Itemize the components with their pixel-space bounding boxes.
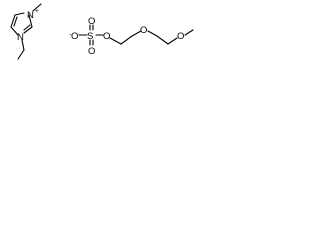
bond-chain-1 xyxy=(109,37,122,45)
atom-o-ether-1: O xyxy=(140,25,147,36)
atom-o-top: O xyxy=(88,16,95,27)
bond-chain-6 xyxy=(167,37,178,45)
bond-n-ethyl-2 xyxy=(17,49,25,60)
bond-n-methyl xyxy=(32,3,42,12)
bond-chain-2 xyxy=(120,35,133,45)
atom-o-ether-2: O xyxy=(177,31,184,42)
bond-n-ethyl-1 xyxy=(21,39,25,51)
bond-chain-3 xyxy=(131,30,142,37)
charge-minus: - xyxy=(69,31,71,38)
sulfate-group: - O S O O O xyxy=(69,16,110,57)
bond-c4-c5-double xyxy=(13,16,18,27)
bond-chain-5 xyxy=(156,35,169,45)
atom-o-bottom: O xyxy=(88,46,95,57)
bond-c4-c5 xyxy=(10,14,16,28)
bond-n1-c2 xyxy=(28,14,33,28)
ethyl-group xyxy=(17,39,25,60)
atom-s: S xyxy=(87,31,93,42)
bond-c5-n1 xyxy=(14,12,25,16)
bond-n3-c4 xyxy=(10,26,19,36)
bond-chain-4 xyxy=(147,30,158,37)
imidazolium-ring xyxy=(10,12,33,36)
ether-chain: O O xyxy=(109,25,194,45)
atom-o-minus: O xyxy=(71,31,78,42)
chemical-structure: N + N - O S O O O O O xyxy=(10,3,194,60)
bond-chain-7 xyxy=(184,29,194,36)
atom-n-plus: N xyxy=(27,10,34,21)
atom-o-ester: O xyxy=(103,31,110,42)
bond-c2-n3-double xyxy=(23,24,31,31)
atom-n: N xyxy=(17,32,24,43)
bond-c2-n3 xyxy=(23,26,33,34)
charge-plus: + xyxy=(35,8,39,15)
